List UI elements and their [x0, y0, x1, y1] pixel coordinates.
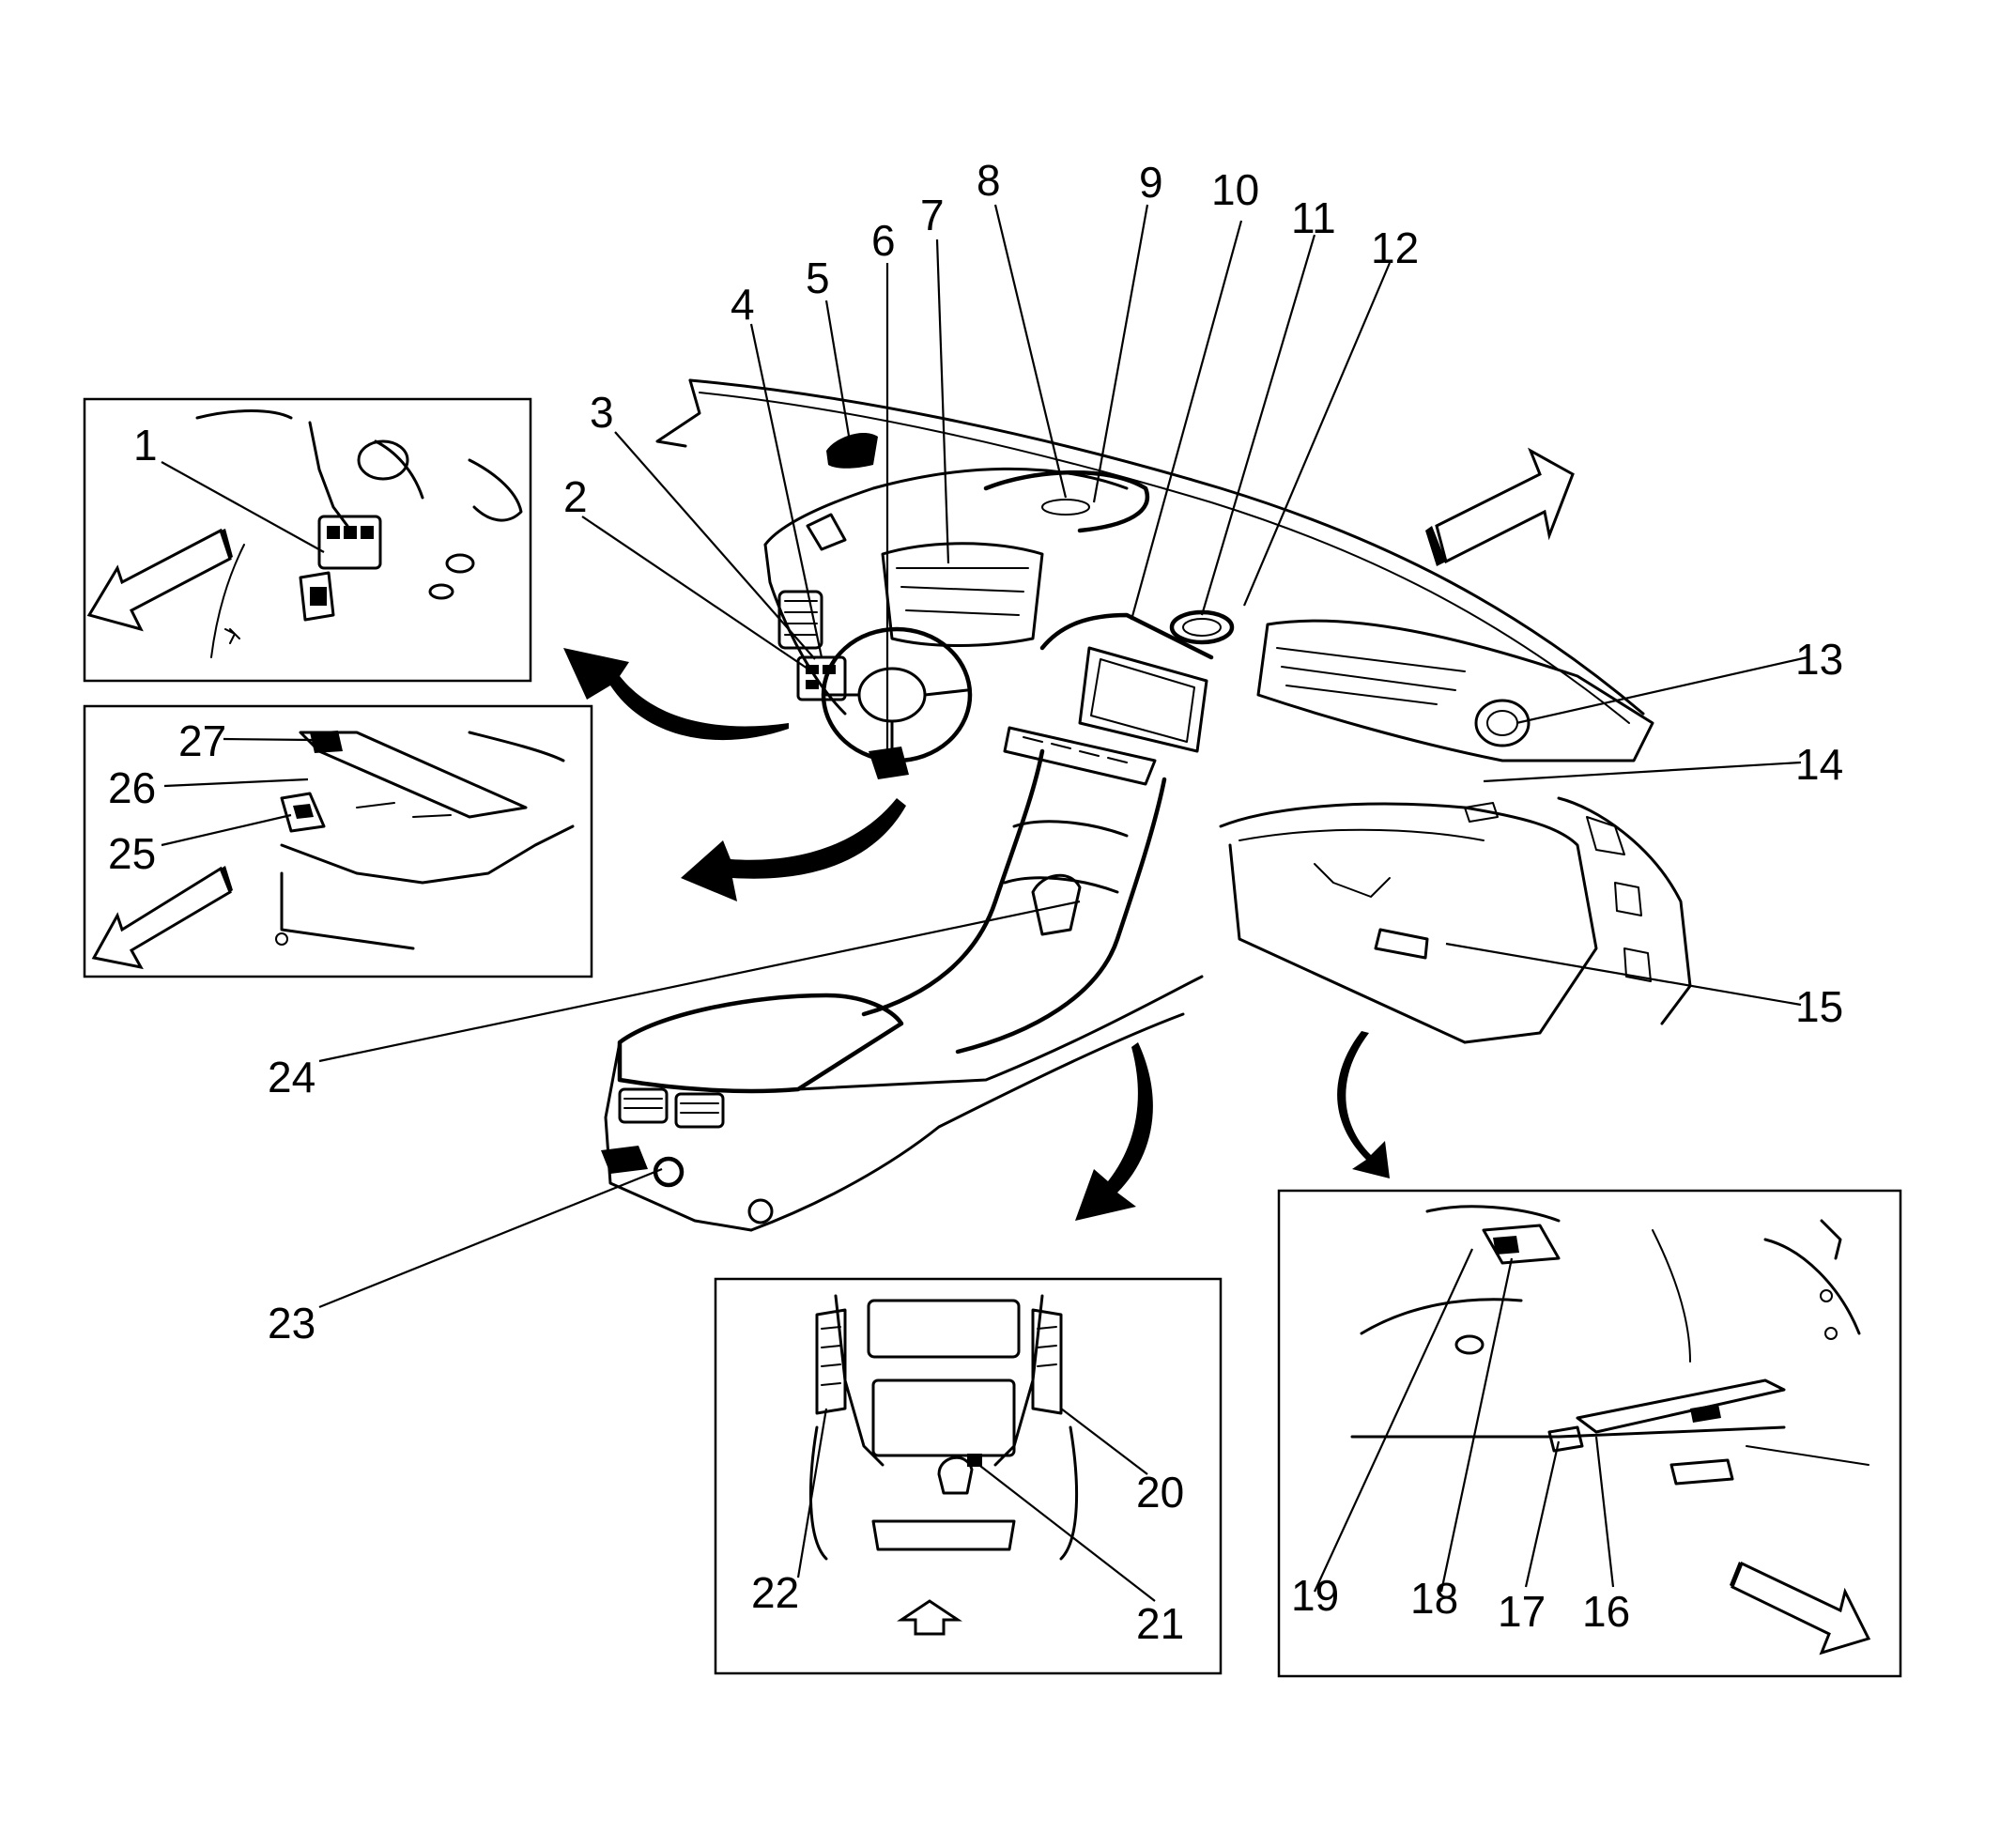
callout-22: 22 [751, 1568, 799, 1617]
forward-direction-arrow-inset-2 [91, 866, 232, 970]
forward-direction-arrow-main [1425, 447, 1575, 566]
callout-labels: 1 2 3 4 5 6 7 8 9 10 11 12 13 14 15 16 1… [108, 156, 1843, 1648]
callout-25: 25 [108, 829, 156, 878]
callout-17: 17 [1498, 1587, 1546, 1636]
callout-21: 21 [1136, 1599, 1184, 1648]
callout-13: 13 [1795, 635, 1843, 684]
callout-26: 26 [108, 763, 156, 812]
callout-18: 18 [1410, 1574, 1458, 1623]
callout-15: 15 [1795, 982, 1843, 1031]
callout-3: 3 [590, 388, 614, 437]
curved-arrow-to-inset-3 [1075, 1042, 1153, 1221]
leader-lines [161, 204, 1808, 1602]
curved-arrow-to-inset-4 [1337, 1031, 1390, 1178]
inset-lower-knee-panel [83, 704, 593, 978]
callout-16: 16 [1582, 1587, 1630, 1636]
main-instrument-panel-drawing [601, 378, 1692, 1232]
callout-19: 19 [1291, 1571, 1339, 1620]
callout-2: 2 [563, 472, 588, 521]
callout-5: 5 [806, 254, 830, 302]
callout-23: 23 [268, 1299, 315, 1348]
curved-arrow-to-inset-1 [563, 648, 789, 741]
callout-10: 10 [1211, 165, 1259, 214]
callout-24: 24 [268, 1053, 315, 1101]
callout-4: 4 [731, 280, 755, 329]
forward-direction-arrow-inset-3 [897, 1599, 962, 1636]
inset-steering-column-switch [83, 397, 532, 683]
forward-direction-arrow-inset-4 [1731, 1561, 1871, 1656]
callout-8: 8 [977, 156, 1001, 205]
callout-6: 6 [871, 216, 896, 265]
inset-glove-box-underside [1277, 1189, 1902, 1678]
pointer-arrows [563, 648, 1390, 1221]
callout-7: 7 [920, 191, 945, 239]
callout-20: 20 [1136, 1468, 1184, 1517]
forward-direction-arrow-inset-1 [86, 528, 232, 632]
callout-11: 11 [1291, 193, 1336, 242]
callout-9: 9 [1139, 158, 1163, 207]
callout-27: 27 [178, 716, 226, 765]
callout-12: 12 [1371, 223, 1419, 272]
callout-1: 1 [133, 421, 158, 470]
callout-14: 14 [1795, 740, 1843, 789]
curved-arrow-to-inset-2 [681, 798, 906, 901]
inset-center-stack-front [714, 1277, 1223, 1675]
